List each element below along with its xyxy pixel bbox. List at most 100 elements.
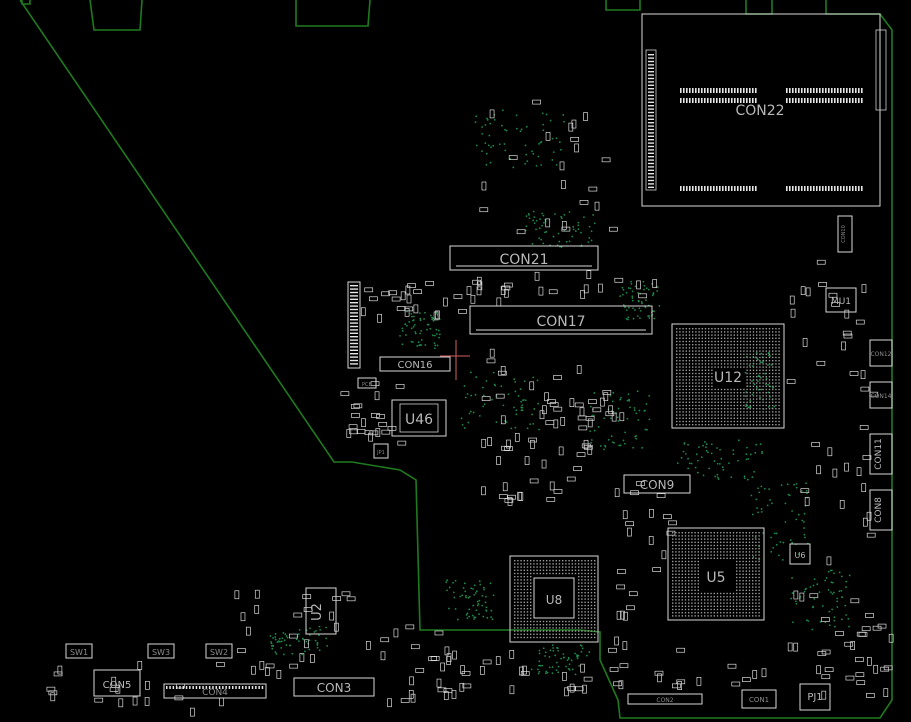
bga-ball bbox=[726, 596, 728, 598]
bga-ball bbox=[720, 395, 723, 397]
con8-label: CON8 bbox=[874, 497, 884, 523]
bga-ball bbox=[710, 554, 712, 556]
con22-pin bbox=[704, 98, 706, 103]
via-dot bbox=[639, 309, 642, 312]
bga-ball bbox=[555, 630, 557, 632]
via-dot bbox=[630, 283, 633, 285]
bga-ball bbox=[684, 570, 687, 572]
bga-ball bbox=[523, 582, 525, 584]
via-dot bbox=[804, 588, 807, 591]
bga-ball bbox=[695, 340, 697, 343]
bga-ball bbox=[730, 350, 732, 352]
via-dot bbox=[577, 228, 580, 231]
side-pin bbox=[350, 308, 358, 311]
via-dot bbox=[618, 444, 620, 447]
bga-ball bbox=[768, 337, 771, 339]
bga-ball bbox=[717, 417, 719, 419]
bga-ball bbox=[752, 382, 755, 384]
con22-side-pin bbox=[648, 67, 654, 69]
bga-ball bbox=[759, 331, 761, 333]
bga-ball bbox=[723, 548, 725, 550]
side-pin bbox=[350, 346, 358, 348]
via-dot bbox=[485, 606, 488, 609]
smd-part bbox=[50, 692, 56, 702]
bga-ball bbox=[555, 572, 557, 575]
bga-ball bbox=[756, 347, 758, 349]
bga-ball bbox=[562, 569, 564, 571]
bga-ball bbox=[552, 630, 554, 632]
bga-ball bbox=[762, 337, 764, 339]
via-dot bbox=[628, 399, 631, 402]
bga-ball bbox=[672, 580, 674, 582]
bga-ball bbox=[752, 344, 755, 346]
bga-ball bbox=[697, 560, 699, 563]
via-dot bbox=[272, 645, 275, 648]
bga-ball bbox=[739, 560, 741, 563]
smd-part bbox=[877, 623, 887, 629]
bga-ball bbox=[758, 532, 760, 534]
bga-ball bbox=[746, 420, 748, 423]
bga-ball bbox=[765, 353, 767, 355]
via-dot bbox=[551, 672, 554, 675]
con4-pin bbox=[232, 686, 234, 689]
smd-part bbox=[845, 675, 855, 681]
bga-ball bbox=[672, 541, 674, 543]
smd-part bbox=[614, 277, 624, 283]
bga-ball bbox=[581, 572, 583, 575]
bga-ball bbox=[748, 564, 751, 566]
bga-ball bbox=[711, 424, 713, 426]
u8-ball-grid bbox=[514, 560, 596, 639]
via-dot bbox=[401, 327, 404, 330]
bga-ball bbox=[720, 554, 722, 556]
bga-ball bbox=[729, 602, 731, 604]
bga-ball bbox=[775, 353, 777, 355]
con2-connector: CON2 bbox=[627, 693, 703, 705]
bga-ball bbox=[743, 356, 745, 359]
bga-ball bbox=[708, 350, 710, 352]
bga-ball bbox=[739, 596, 741, 598]
bga-ball bbox=[752, 538, 754, 540]
smd-part bbox=[580, 663, 585, 673]
via-dot bbox=[758, 491, 761, 494]
bga-ball bbox=[584, 633, 586, 635]
bga-ball bbox=[755, 596, 757, 598]
bga-ball bbox=[714, 388, 716, 391]
bga-ball bbox=[691, 548, 693, 550]
bga-ball bbox=[755, 573, 757, 575]
via-dot bbox=[543, 221, 545, 224]
bga-ball bbox=[742, 564, 744, 566]
bga-ball bbox=[748, 612, 751, 614]
via-dot bbox=[610, 417, 612, 420]
bga-ball bbox=[720, 350, 723, 352]
bga-ball bbox=[568, 620, 570, 623]
via-dot bbox=[844, 604, 847, 607]
smd-part bbox=[516, 229, 526, 235]
bga-ball bbox=[701, 376, 703, 378]
bga-ball bbox=[688, 369, 691, 371]
via-dot bbox=[647, 315, 650, 318]
bga-ball bbox=[517, 582, 519, 584]
bga-ball bbox=[772, 408, 774, 410]
via-dot bbox=[753, 470, 755, 473]
con22-pin bbox=[725, 98, 727, 103]
via-dot bbox=[574, 652, 576, 655]
bga-ball bbox=[565, 560, 567, 562]
bga-ball bbox=[695, 353, 697, 355]
bga-ball bbox=[672, 570, 674, 572]
bga-ball bbox=[723, 602, 725, 604]
smd-part bbox=[826, 556, 832, 566]
bga-ball bbox=[694, 548, 696, 550]
bga-ball bbox=[749, 398, 751, 400]
bga-ball bbox=[685, 360, 687, 362]
con22-pin bbox=[752, 186, 754, 191]
bga-ball bbox=[733, 398, 735, 400]
bga-ball bbox=[755, 576, 757, 579]
smd-part bbox=[443, 688, 453, 694]
bga-ball bbox=[679, 366, 681, 368]
via-dot bbox=[524, 162, 527, 165]
smd-part bbox=[479, 666, 485, 675]
bga-ball bbox=[752, 420, 755, 423]
bga-ball bbox=[749, 369, 751, 371]
bga-ball bbox=[743, 408, 745, 410]
bga-ball bbox=[752, 328, 755, 330]
